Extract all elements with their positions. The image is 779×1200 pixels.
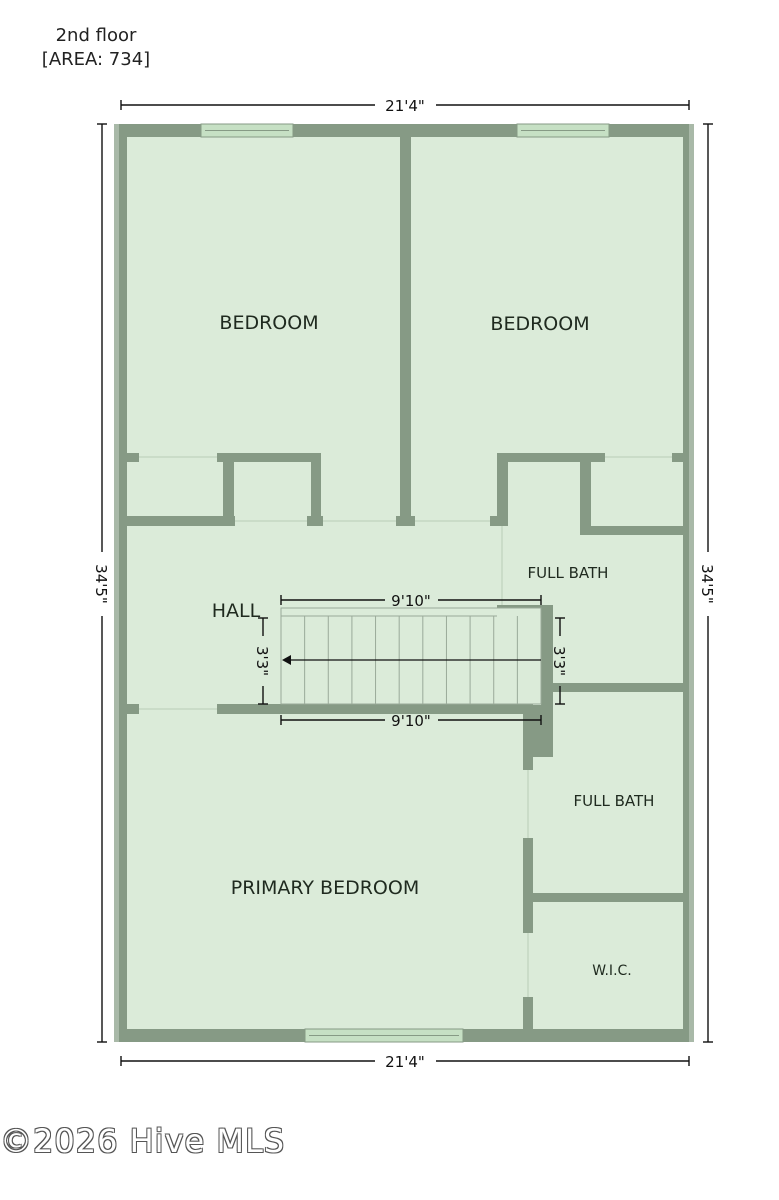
room-label-full-bath-upper: FULL BATH [528, 564, 609, 582]
windows [200, 123, 610, 1043]
outer-wall-edge-left [114, 124, 119, 1042]
room-label-bedroom-right: BEDROOM [490, 313, 589, 335]
stair-box [280, 607, 542, 705]
room-label-hall: HALL [212, 600, 261, 622]
stair-arrow-head [282, 655, 291, 665]
dimension-stair-top: 9'10" [391, 592, 431, 610]
interior-walls [127, 124, 683, 1030]
dimension-stair-bottom: 9'10" [391, 712, 431, 730]
outer-wall-edge-right [689, 124, 694, 1042]
dimension-width-top: 21'4" [385, 97, 425, 115]
dimension-stair-left: 3'3" [253, 646, 271, 676]
floor-header: 2nd floor [AREA: 734] [36, 24, 156, 72]
floor-area: [AREA: 734] [41, 49, 151, 70]
dimension-width-bottom: 21'4" [385, 1053, 425, 1071]
dimension-stair-right: 3'3" [550, 646, 568, 676]
wall-between-bedrooms [400, 124, 411, 526]
outer-wall-right [683, 124, 694, 1042]
room-label-bedroom-left: BEDROOM [219, 312, 318, 334]
watermark: ©2026 Hive MLS [0, 1122, 286, 1160]
dimension-height-right: 34'5" [698, 564, 716, 604]
floor-name: 2nd floor [55, 25, 137, 46]
dimension-height-left: 34'5" [92, 564, 110, 604]
room-label-full-bath-lower: FULL BATH [574, 792, 655, 810]
staircase [280, 607, 542, 705]
room-label-primary-bedroom: PRIMARY BEDROOM [231, 877, 419, 899]
room-label-wic: W.I.C. [592, 963, 632, 979]
door-openings [139, 456, 672, 997]
dimension-lines [97, 100, 713, 1066]
